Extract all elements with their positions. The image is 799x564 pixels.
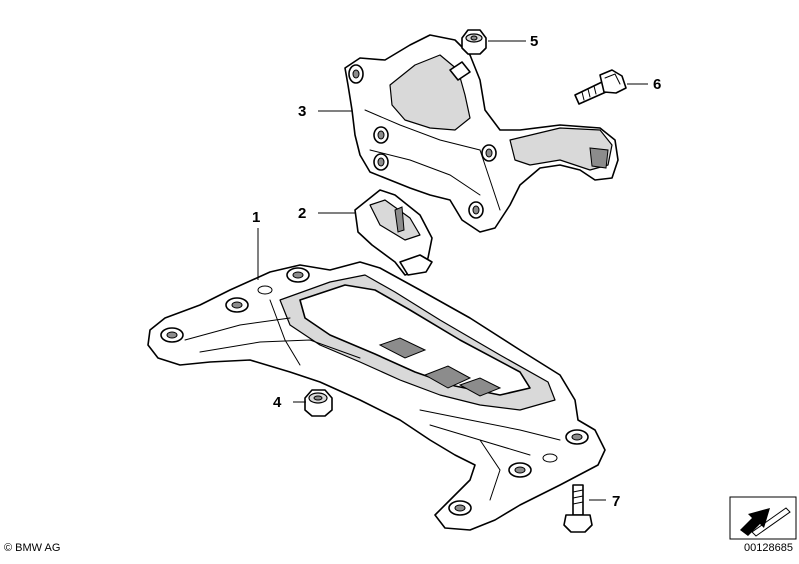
copyright-text: © BMW AG [4, 542, 61, 554]
callout-4: 4 [273, 394, 282, 411]
callout-7: 7 [612, 493, 620, 510]
diagram-id-text: 00128685 [744, 542, 793, 554]
bolt-7 [563, 484, 593, 533]
nut-5 [461, 29, 487, 55]
callout-5: 5 [530, 33, 538, 50]
forward-arrow-icon [729, 496, 797, 540]
leader-lines [257, 40, 648, 501]
bolt-6 [574, 69, 627, 105]
callout-3: 3 [298, 103, 306, 120]
callout-1: 1 [252, 209, 260, 226]
transmission-crossmember [147, 261, 606, 531]
nut-4 [304, 389, 333, 417]
callout-6: 6 [653, 76, 661, 93]
callout-2: 2 [298, 205, 306, 222]
transmission-mount [354, 189, 433, 276]
